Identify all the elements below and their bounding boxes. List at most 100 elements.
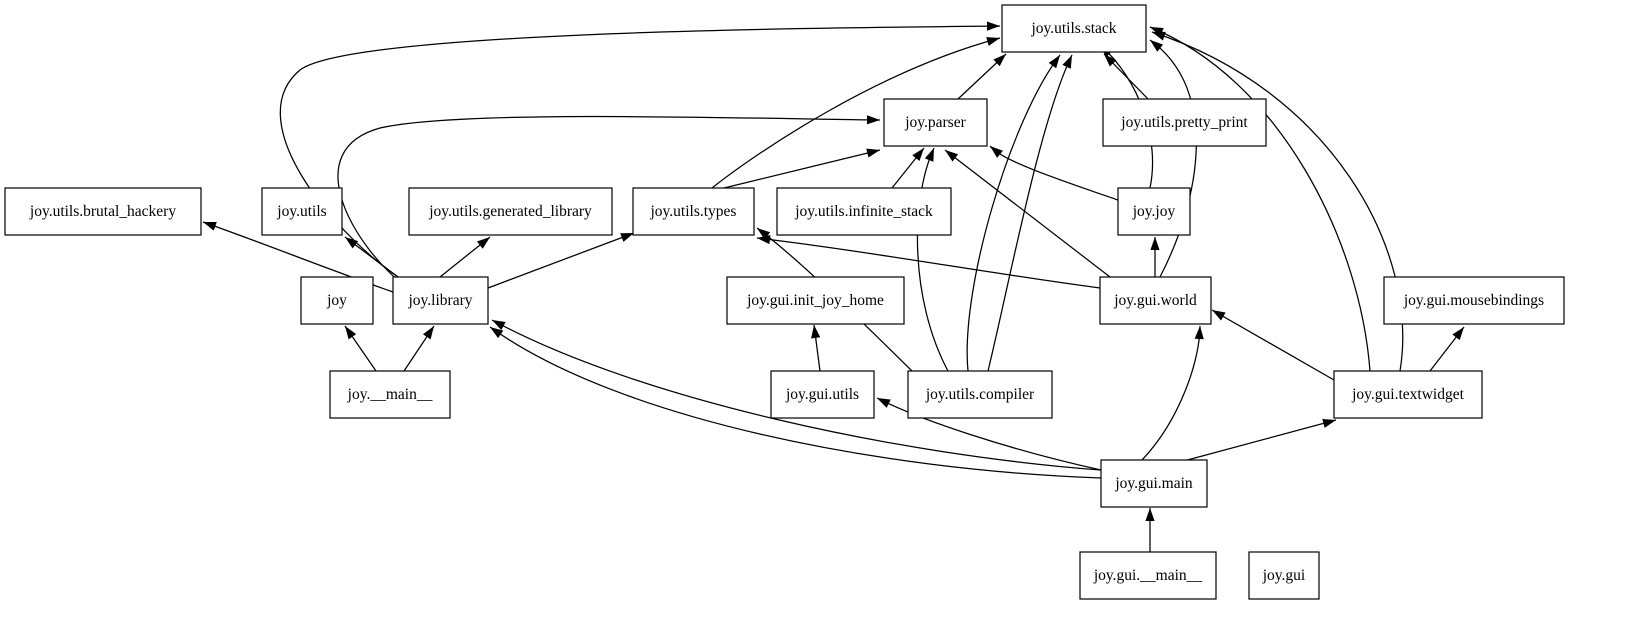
edge-arrowhead (986, 37, 1000, 46)
edge-arrowhead (492, 320, 506, 331)
node-label: joy.parser (904, 114, 966, 131)
node-label: joy.library (408, 292, 473, 309)
node-label: joy.utils.infinite_stack (794, 203, 933, 220)
graph-node-joy-utils-types[interactable]: joy.utils.types (632, 187, 755, 236)
edge-line (1149, 26, 1371, 372)
graph-node-joy-utils-stack[interactable]: joy.utils.stack (1001, 4, 1147, 53)
edge (1150, 237, 1160, 277)
edge (487, 232, 635, 289)
edge-arrowhead (1150, 27, 1164, 37)
graph-node-joy-gui[interactable]: joy.gui (1248, 551, 1320, 600)
edge (344, 325, 377, 372)
edge-arrowhead (476, 237, 490, 249)
edge (491, 319, 1102, 471)
node-label: joy.gui.init_joy_home (746, 292, 884, 309)
node-label: joy.utils.compiler (925, 386, 1035, 403)
edge (1141, 325, 1204, 461)
node-box[interactable] (1102, 98, 1267, 147)
graph-node-joy-parser[interactable]: joy.parser (883, 98, 988, 147)
node-label: joy.gui (1262, 567, 1306, 584)
graph-node-joy-gui-textwidget[interactable]: joy.gui.textwidget (1333, 370, 1483, 419)
edge (891, 147, 925, 189)
edge (1149, 26, 1371, 372)
edge-arrowhead (993, 54, 1006, 67)
node-box[interactable] (883, 98, 988, 147)
edge-arrowhead (1145, 508, 1155, 521)
graph-node-joy-joy[interactable]: joy.joy (1117, 187, 1191, 236)
edge-arrowhead (757, 234, 771, 245)
graph-node-joy-gui-mousebindings[interactable]: joy.gui.mousebindings (1383, 276, 1565, 325)
edge-arrowhead (1104, 54, 1117, 67)
graph-node-joy-gui-init-joy-home[interactable]: joy.gui.init_joy_home (726, 276, 905, 325)
node-box[interactable] (1333, 370, 1483, 419)
node-box[interactable] (776, 187, 952, 236)
edge-arrowhead (757, 228, 771, 240)
edge-arrowhead (490, 327, 504, 339)
node-box[interactable] (4, 187, 202, 236)
node-box[interactable] (1001, 4, 1147, 53)
edge-line (916, 147, 949, 372)
edge-arrowhead (1152, 31, 1166, 41)
node-box[interactable] (907, 370, 1053, 419)
node-box[interactable] (1079, 551, 1217, 600)
node-label: joy.gui.utils (785, 386, 859, 403)
edge-arrowhead (1048, 55, 1060, 69)
edge (811, 324, 821, 372)
edge-arrowhead (990, 146, 1003, 158)
edge-arrowhead (345, 237, 359, 249)
edge (279, 21, 1001, 278)
edge-line (944, 149, 1111, 278)
edge-arrowhead (1452, 327, 1464, 341)
edge-arrowhead (866, 115, 880, 125)
node-box[interactable] (1248, 551, 1320, 600)
edge (439, 236, 491, 278)
edge-line (876, 397, 1102, 471)
edge (1429, 326, 1465, 372)
graph-node-joy[interactable]: joy (300, 276, 374, 325)
graph-node-joy-gui---main--[interactable]: joy.gui.__main__ (1079, 551, 1217, 600)
node-box[interactable] (1383, 276, 1565, 325)
edge (1145, 508, 1155, 552)
node-box[interactable] (1117, 187, 1191, 236)
graph-node-joy-gui-main[interactable]: joy.gui.main (1100, 459, 1208, 508)
node-box[interactable] (408, 187, 613, 236)
graph-node-joy-utils-pretty-print[interactable]: joy.utils.pretty_print (1102, 98, 1267, 147)
node-box[interactable] (1099, 276, 1212, 325)
node-box[interactable] (261, 187, 343, 236)
node-box[interactable] (1100, 459, 1208, 508)
graph-node-joy---main--[interactable]: joy.__main__ (329, 370, 451, 419)
edge (916, 147, 949, 372)
edge-arrowhead (986, 21, 1000, 31)
graph-node-joy-utils-generated-library[interactable]: joy.utils.generated_library (408, 187, 613, 236)
graph-node-joy-utils-brutal-hackery[interactable]: joy.utils.brutal_hackery (4, 187, 202, 236)
node-label: joy.utils.pretty_print (1120, 114, 1248, 131)
graph-node-joy-utils-infinite-stack[interactable]: joy.utils.infinite_stack (776, 187, 952, 236)
node-label: joy.utils.generated_library (428, 203, 592, 220)
graph-node-joy-library[interactable]: joy.library (392, 276, 489, 325)
edges-layer (202, 21, 1465, 552)
edge-arrowhead (345, 326, 357, 340)
edge (723, 148, 881, 189)
edge (337, 115, 881, 283)
node-box[interactable] (770, 370, 875, 419)
graph-node-joy-gui-utils[interactable]: joy.gui.utils (770, 370, 875, 419)
graph-node-joy-gui-world[interactable]: joy.gui.world (1099, 276, 1212, 325)
edge-arrowhead (422, 326, 434, 340)
graph-node-joy-utils-compiler[interactable]: joy.utils.compiler (907, 370, 1053, 419)
edge-line (711, 37, 1001, 189)
edge-line (966, 54, 1061, 372)
node-box[interactable] (632, 187, 755, 236)
edge-line (337, 115, 881, 283)
node-box[interactable] (392, 276, 489, 325)
node-box[interactable] (329, 370, 451, 419)
graph-node-joy-utils[interactable]: joy.utils (261, 187, 343, 236)
edge-arrowhead (1150, 237, 1160, 250)
node-label: joy.utils.brutal_hackery (29, 203, 176, 220)
node-label: joy.utils (276, 203, 326, 220)
edge-arrowhead (620, 233, 634, 242)
node-box[interactable] (300, 276, 374, 325)
node-box[interactable] (726, 276, 905, 325)
edge-arrowhead (1150, 40, 1164, 52)
